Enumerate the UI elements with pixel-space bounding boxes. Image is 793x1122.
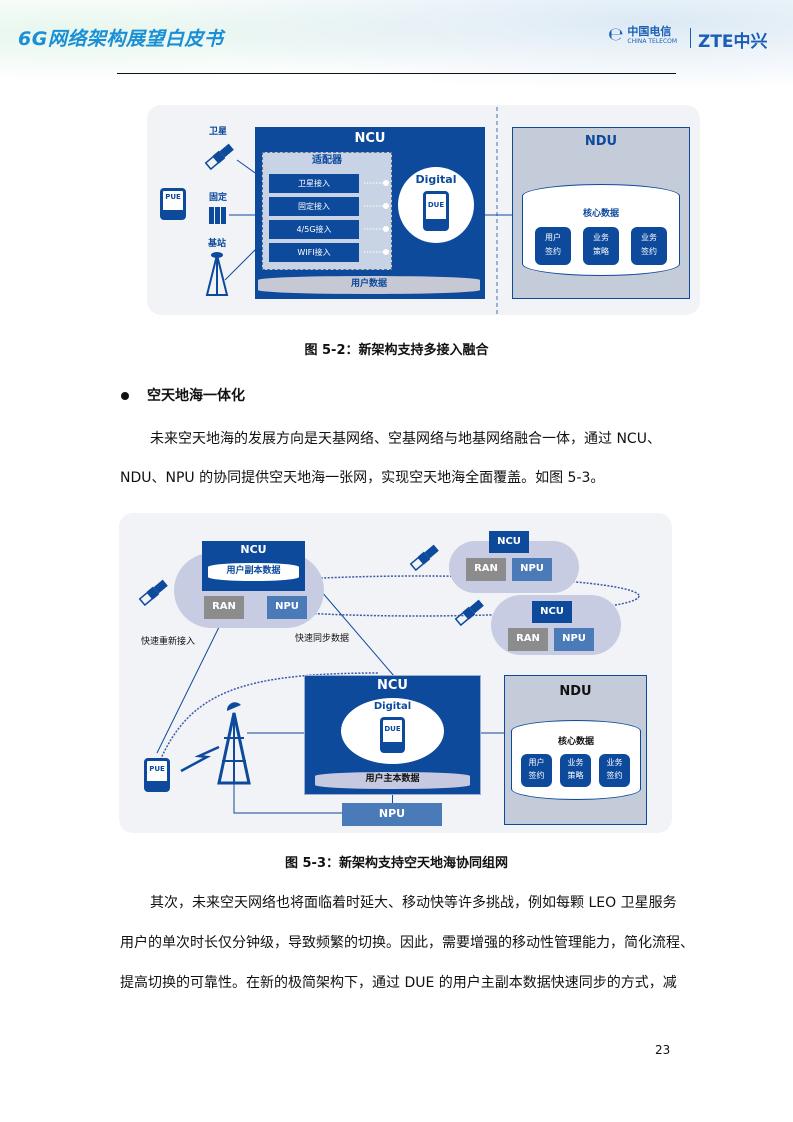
core-item-user-subscription: 用户 签约 (521, 754, 552, 787)
china-telecom-logo: ℮ 中国电信 CHINA TELECOM (608, 24, 677, 46)
pue-label: PUE (165, 193, 181, 201)
china-telecom-name-cn: 中国电信 (627, 24, 672, 38)
cloud-2-npu-box: NPU (512, 558, 552, 581)
access-item-4-5g: 4/5G接入 (268, 219, 360, 240)
bullet-icon (121, 392, 129, 400)
cloud-1-npu-box: NPU (267, 596, 307, 619)
access-item-wifi: WIFI接入 (268, 242, 360, 263)
fast-sync-label: 快速同步数据 (295, 634, 350, 644)
china-telecom-name-en: CHINA TELECOM (627, 37, 678, 45)
cloud-3-ran-box: RAN (508, 628, 548, 651)
user-data-label: 用户数据 (350, 279, 387, 289)
base-station-label: 基站 (207, 239, 226, 249)
document-title: 6G网络架构展望白皮书 (18, 28, 224, 50)
main-ncu-title: NCU (377, 678, 408, 693)
core-data-cylinder: 核心数据 用户 签约 业务 策略 业务 签约 (511, 720, 641, 800)
satellite-label: 卫星 (208, 127, 227, 137)
ndu-title: NDU (584, 134, 618, 149)
header-background (0, 0, 793, 110)
pue-device-icon: PUE (160, 188, 186, 220)
access-connector-dots (364, 180, 389, 255)
satellite-2-icon (409, 544, 439, 572)
core-item-service-subscription: 业务 签约 (631, 227, 667, 265)
satellite-icon (204, 143, 234, 171)
paragraph-2-line-1: 其次，未来空天网络也将面临着时延大、移动快等许多挑战，例如每颗 LEO 卫星服务 (150, 895, 677, 911)
digital-label: Digital (373, 701, 412, 712)
fixed-label: 固定 (208, 193, 227, 203)
due-device-icon: DUE (423, 191, 449, 231)
figure-5-2: 卫星 固定 基站 PUE NCU 适配器 卫星接入 固定接入 4/5G接入 WI… (147, 105, 700, 315)
wireless-signal-icon (180, 745, 220, 773)
digital-label: Digital (415, 173, 457, 186)
user-data-bar: 用户数据 (258, 276, 480, 294)
main-ncu-box: NCU Digital DUE 用户主本数据 (304, 675, 481, 795)
pue-sync-dotted-path (158, 672, 380, 764)
ncu-npu-connector (392, 795, 393, 803)
cloud-3-npu-box: NPU (554, 628, 594, 651)
section-heading: 空天地海一体化 (147, 388, 245, 404)
due-label: DUE (427, 201, 445, 209)
digital-ellipse: Digital DUE (341, 698, 444, 764)
cloud-1-ncu-box: NCU 用户副本数据 (202, 541, 305, 591)
access-item-satellite: 卫星接入 (268, 173, 360, 194)
paragraph-1-line-1: 未来空天地海的发展方向是天基网络、空基网络与地基网络融合一体，通过 NCU、 (150, 431, 661, 447)
pue-device-icon: PUE (144, 758, 170, 792)
master-data-bar: 用户主本数据 (315, 772, 470, 789)
due-device-icon: DUE (380, 717, 405, 753)
core-data-cylinder: 核心数据 用户 签约 业务 策略 业务 签约 (522, 184, 680, 276)
core-item-service-policy: 业务 策略 (583, 227, 619, 265)
figure-5-3-caption: 图 5-3：新架构支持空天地海协同组网 (284, 856, 508, 871)
base-station-tower-icon (205, 252, 229, 296)
main-npu-box: NPU (342, 803, 442, 826)
fast-reaccess-line (156, 618, 224, 754)
ndu-box: NDU 核心数据 用户 签约 业务 策略 业务 签约 (504, 675, 647, 825)
adapter-title: 适配器 (312, 155, 342, 166)
ncu-box: NCU 适配器 卫星接入 固定接入 4/5G接入 WIFI接入 Digital … (255, 127, 485, 299)
pue-label: PUE (149, 765, 165, 773)
header-rule (117, 73, 676, 74)
cloud-1-ran-box: RAN (204, 596, 244, 619)
cloud-2-ran-box: RAN (466, 558, 506, 581)
replica-data-label: 用户副本数据 (226, 566, 281, 576)
access-item-fixed: 固定接入 (268, 196, 360, 217)
figure-5-2-caption: 图 5-2：新架构支持多接入融合 (304, 343, 489, 358)
ndu-title: NDU (559, 684, 592, 699)
fast-reaccess-label: 快速重新接入 (141, 637, 196, 647)
ncu-title: NCU (354, 131, 386, 146)
paragraph-1-line-2: NDU、NPU 的协同提供空天地海一张网，实现空天地海全面覆盖。如图 5-3。 (120, 470, 605, 486)
core-item-service-subscription: 业务 签约 (599, 754, 630, 787)
zte-logo: ZTE中兴 (698, 32, 768, 52)
due-label: DUE (384, 725, 401, 733)
satellite-dish-icon (226, 702, 241, 711)
figure-5-2-lines (204, 105, 514, 315)
cloud-1-ncu-label: NCU (240, 543, 267, 556)
page-number: 23 (655, 1043, 671, 1057)
cloud-2-ncu-box: NCU (489, 531, 529, 553)
replica-data-cylinder: 用户副本数据 (208, 563, 299, 581)
base-station-tower-icon (217, 712, 251, 785)
logo-divider (690, 28, 691, 48)
ndu-box: NDU 核心数据 用户 签约 业务 策略 业务 签约 (512, 127, 690, 299)
digital-circle: Digital DUE (398, 167, 474, 243)
master-data-label: 用户主本数据 (365, 774, 420, 784)
figure-5-3: NCU 用户副本数据 RAN NPU NCU RAN NPU NCU RAN N… (119, 513, 672, 833)
satellite-3-icon (454, 599, 484, 627)
core-item-service-policy: 业务 策略 (560, 754, 591, 787)
cloud-3-ncu-box: NCU (532, 601, 572, 623)
paragraph-2-line-2: 用户的单次时长仅分钟级，导致频繁的切换。因此，需要增强的移动性管理能力，简化流程… (120, 935, 694, 951)
satellite-1-icon (138, 579, 168, 607)
core-data-label: 核心数据 (557, 737, 594, 747)
core-item-user-subscription: 用户 签约 (535, 227, 571, 265)
core-data-label: 核心数据 (582, 209, 619, 219)
china-telecom-mark-icon: ℮ (608, 24, 624, 45)
paragraph-2-line-3: 提高切换的可靠性。在新的极简架构下，通过 DUE 的用户主副本数据快速同步的方式… (120, 975, 677, 991)
fixed-rack-icon (209, 207, 226, 224)
